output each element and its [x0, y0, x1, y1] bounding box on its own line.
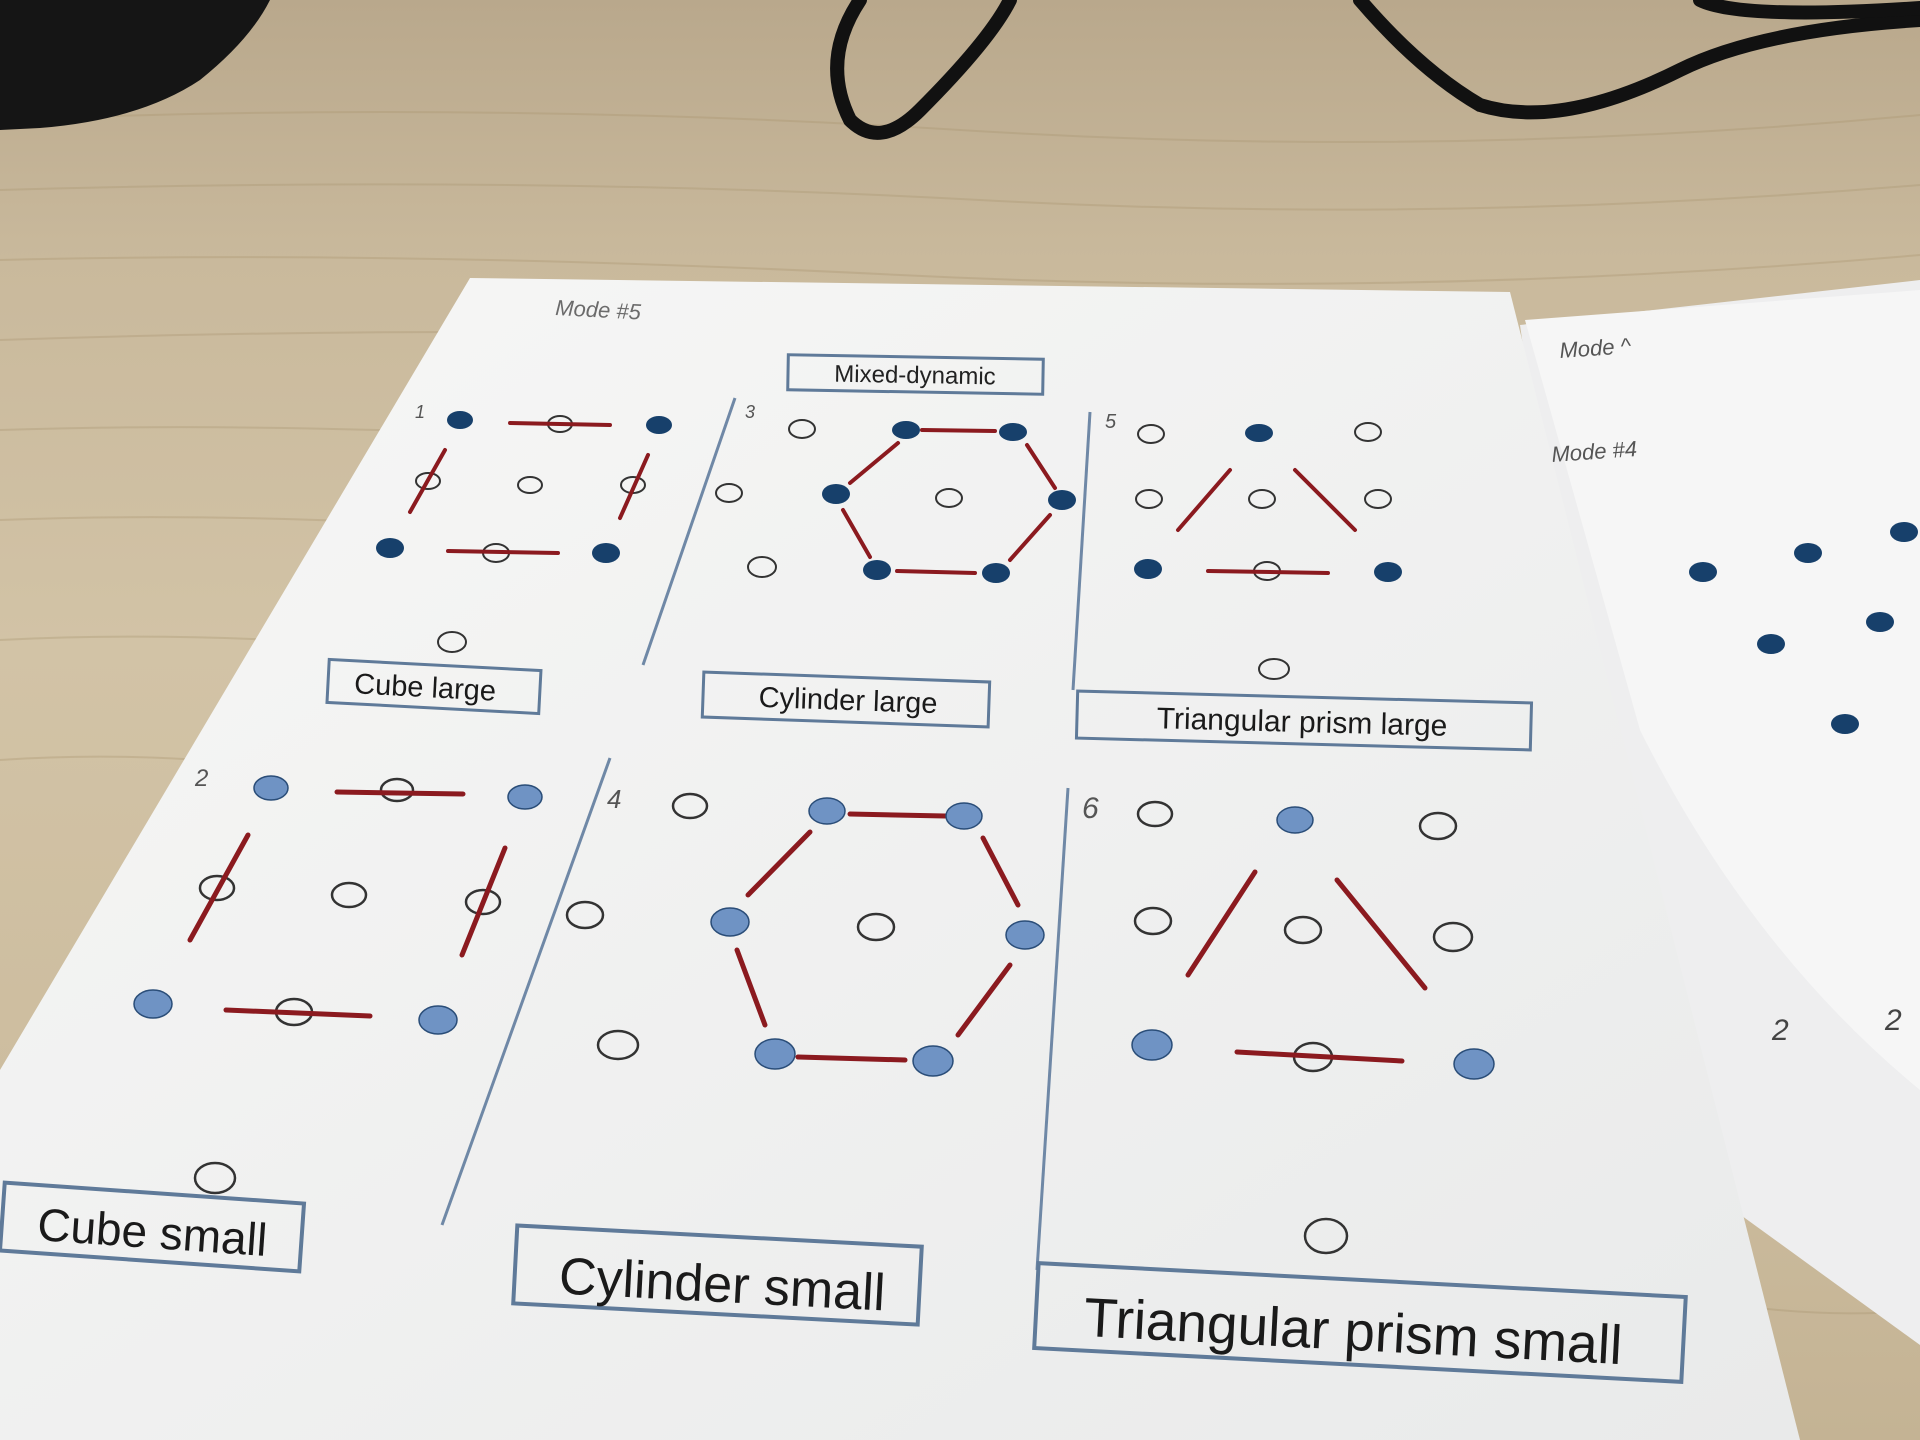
arrows: [734, 811, 1021, 1063]
dark-object: [0, 0, 270, 130]
panel-numbers: 1 3 5 2 4 6: [194, 402, 1117, 825]
arrows: [841, 428, 1057, 575]
panel-number: 4: [607, 784, 621, 814]
panel-number: 6: [1082, 792, 1099, 825]
panel-label: Cube large: [353, 668, 496, 707]
arrows: [1185, 869, 1428, 1064]
filled-dots: [376, 411, 672, 563]
filled-dots: [710, 797, 1045, 1077]
panel-dividers: [440, 397, 1092, 1271]
back-sheet-page-mark: 2: [1884, 1004, 1902, 1037]
label-box: [1074, 689, 1534, 752]
title-box: [786, 353, 1045, 396]
filled-dots: [1131, 806, 1495, 1080]
empty-dots: [193, 777, 502, 1195]
back-sheet-handwriting-mid: Mode #4: [1551, 436, 1638, 467]
panel-number: 5: [1105, 411, 1117, 433]
panel-number: 2: [194, 765, 208, 792]
empty-dots: [565, 792, 896, 1061]
back-sheet-handwriting-top: Mode ^: [1559, 333, 1633, 363]
arrows: [1176, 468, 1357, 575]
panel-cylinder-large: Cylinder large: [700, 419, 1076, 729]
label-box: [0, 1180, 307, 1274]
filled-dots: [1134, 424, 1402, 582]
label-box: [700, 670, 992, 729]
arrows: [408, 421, 650, 555]
arrows: [187, 789, 508, 1019]
label-box: [1032, 1260, 1688, 1384]
panel-cube-large: Cube large: [325, 411, 672, 716]
panel-number: 1: [415, 402, 425, 422]
filled-dots: [822, 421, 1076, 583]
panel-number: 3: [745, 402, 755, 422]
panel-triangular-prism-large: Triangular prism large: [1074, 422, 1534, 752]
panel-label: Cylinder large: [758, 682, 938, 720]
back-sheet-dots: [1689, 522, 1918, 734]
label-box: [511, 1223, 924, 1327]
empty-dots: [715, 419, 963, 578]
label-box: [325, 657, 543, 716]
panel-label: Triangular prism large: [1156, 702, 1447, 743]
filled-dots: [133, 775, 543, 1035]
handwritten-header: Mode #5: [555, 295, 643, 324]
sheet-title: Mixed-dynamic: [834, 361, 996, 391]
back-sheet-page-mark: 2: [1771, 1014, 1789, 1047]
back-sheet: Mode ^ Mode #4 2 2: [1520, 280, 1920, 1345]
main-sheet: Mode #5 Mixed-dynamic 1 3 5 2 4 6: [0, 278, 1800, 1440]
cable: [830, 0, 1920, 140]
